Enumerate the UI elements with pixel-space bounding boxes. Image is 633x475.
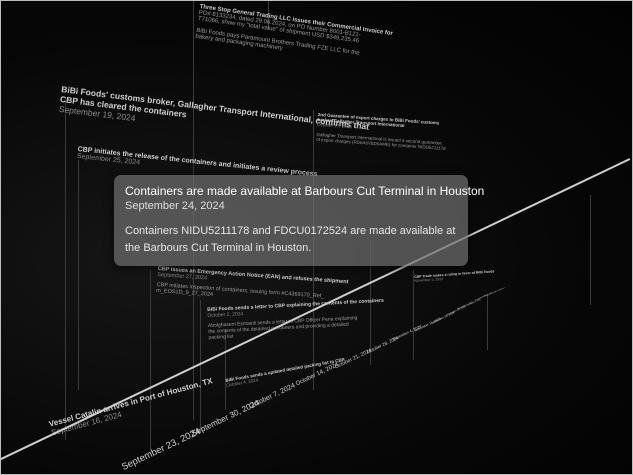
popup-body: Containers NIDU5211178 and FDCU0172524 a… (125, 225, 456, 254)
axis-tick-label: September 23, 2024 (120, 425, 203, 473)
timeline-connector (78, 160, 79, 390)
axis-tick-label: October 7, 2024 (248, 382, 297, 411)
timeline-connector (413, 270, 414, 360)
popup-title: Containers are made available at Barbour… (125, 184, 485, 198)
timeline-connector (200, 300, 201, 430)
popup-date: September 24, 2024 (125, 200, 225, 212)
axis-tick-label: January 27, 2025 (500, 288, 505, 291)
event-body: Gallagher Transport International is iss… (315, 131, 446, 151)
event-card[interactable]: CBP Trade makes a ruling in favor of BiB… (414, 269, 495, 283)
event-title: Vessel Catalin arrives in Port of Housto… (48, 376, 214, 429)
timeline-connector (150, 270, 151, 450)
event-card[interactable]: Three Stop General Trading LLC issues th… (195, 4, 393, 67)
timeline-connector (65, 100, 66, 440)
timeline-connector (268, 0, 269, 30)
timeline-connector (370, 240, 371, 365)
event-card[interactable]: BiBi Foods sends a letter to CBP explain… (207, 298, 385, 341)
timeline-connector (487, 295, 488, 350)
event-body: Abolghasem Esmaeili sends a letter to CB… (207, 315, 358, 341)
timeline-connector (590, 195, 591, 305)
timeline-connector (225, 330, 226, 410)
event-detail-popup[interactable]: Containers are made available at Barbour… (114, 175, 485, 266)
